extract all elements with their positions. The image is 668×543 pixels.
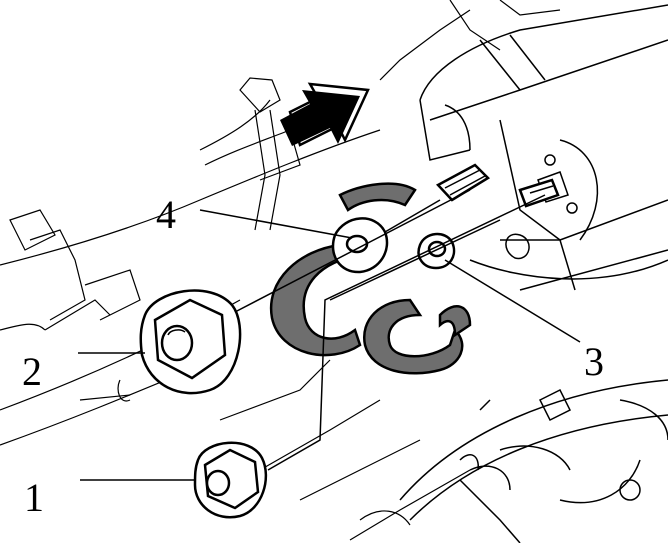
starter-motor-body — [419, 4, 668, 291]
callout-4: 4 — [156, 192, 176, 237]
engine-bay-background — [0, 0, 561, 541]
callout-2: 2 — [22, 349, 42, 394]
lower-housing — [399, 379, 668, 543]
washer-4 — [331, 217, 389, 274]
terminal-studs — [435, 163, 560, 208]
callout-3: 3 — [584, 339, 604, 384]
guide-lines — [234, 189, 546, 471]
arrow-icon — [280, 82, 370, 147]
callout-1: 1 — [24, 475, 44, 520]
leader-lines — [78, 209, 581, 481]
cable-harness — [269, 182, 472, 375]
nut-1 — [193, 441, 268, 519]
nut-2 — [139, 289, 242, 395]
